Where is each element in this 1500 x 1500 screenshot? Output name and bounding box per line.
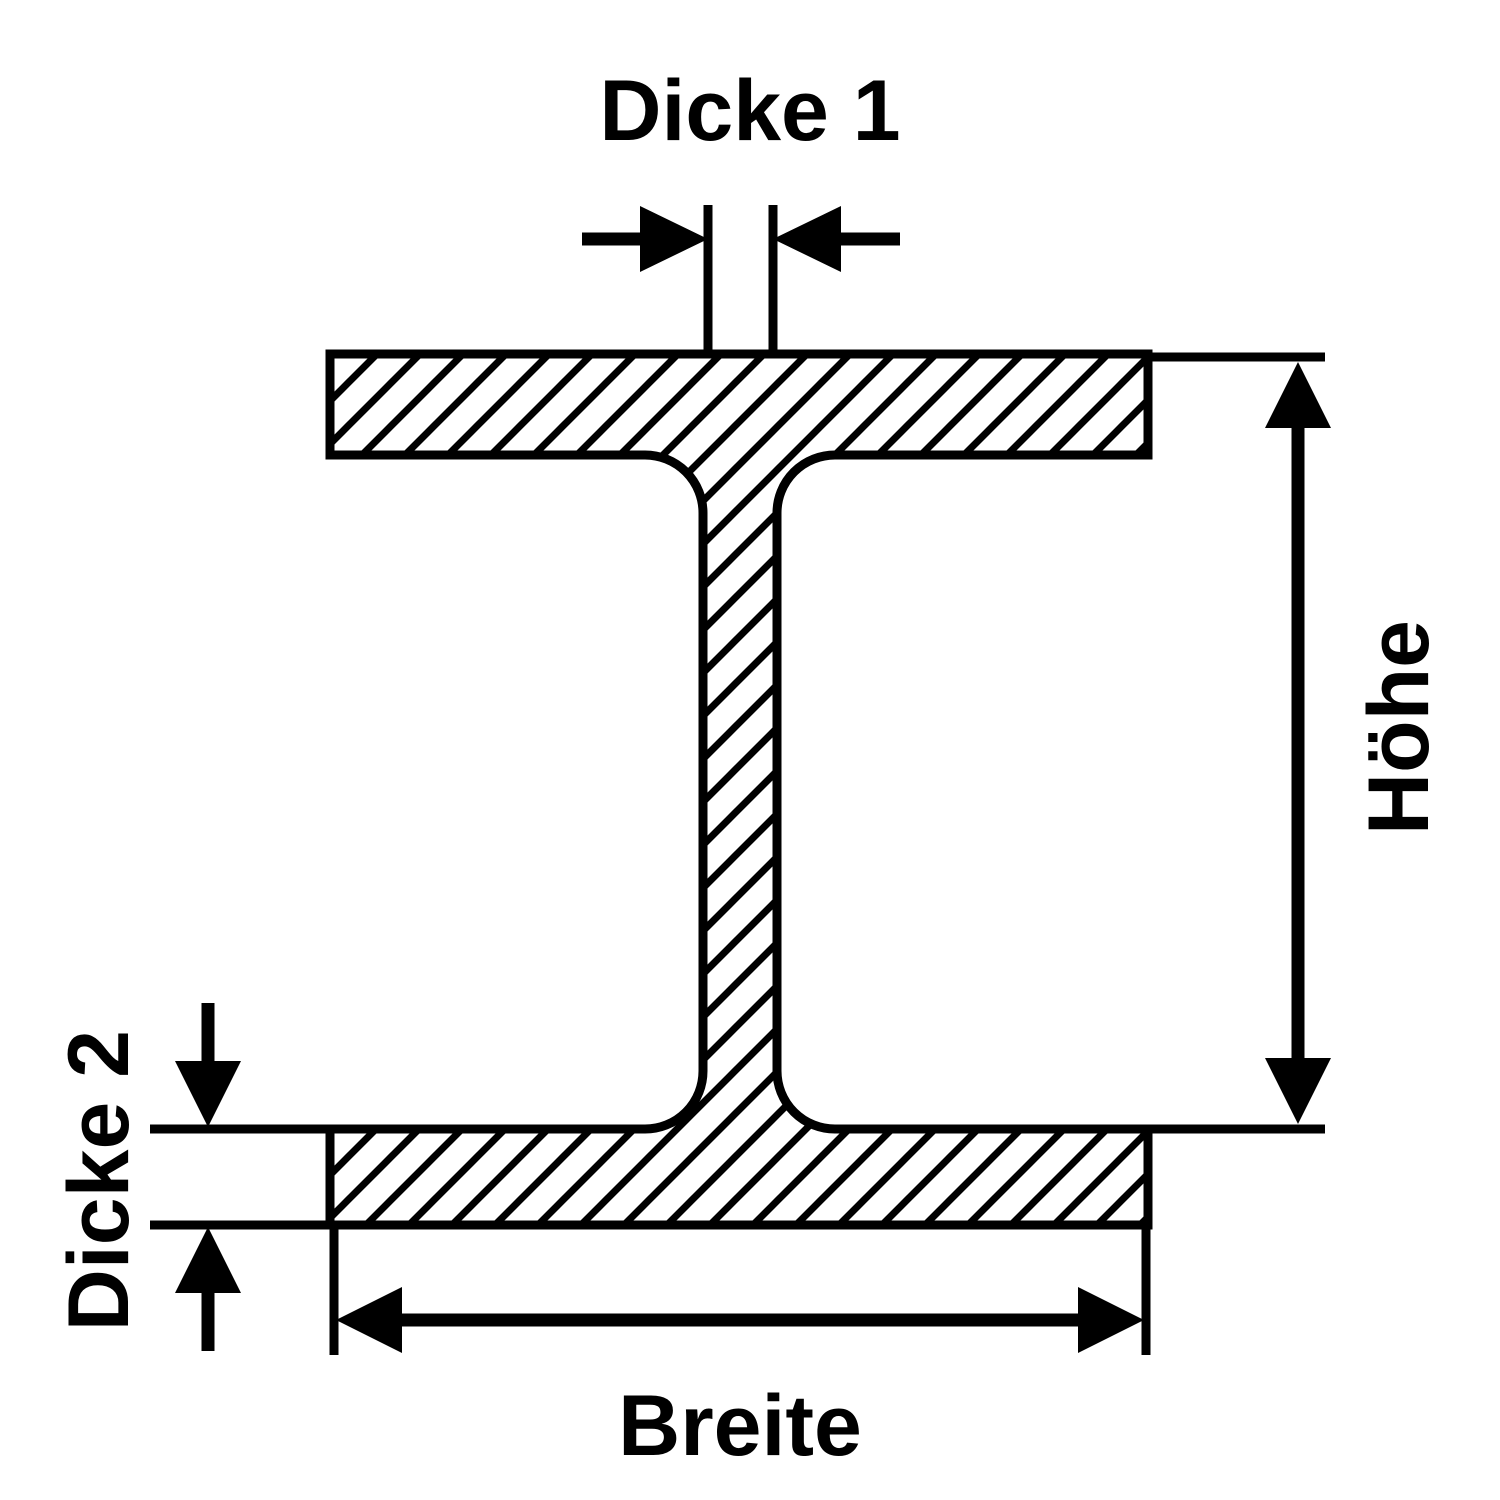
hoehe-arrow-head-down [1265, 1058, 1331, 1124]
dimension-breite [329, 1221, 1151, 1355]
breite-arrow-head-left [336, 1287, 402, 1353]
breite-arrow-head-right [1078, 1287, 1144, 1353]
dicke2-arrow-lower-head [175, 1227, 241, 1293]
dimension-dicke1 [582, 205, 900, 358]
dicke1-arrow-right-head [773, 206, 841, 272]
dimension-dicke2 [150, 1003, 334, 1351]
dimension-hoehe [1144, 352, 1331, 1134]
dimension-label-hoehe: Höhe [1351, 620, 1447, 835]
dicke1-arrow-left-head [640, 206, 708, 272]
dimension-label-dicke2: Dicke 2 [51, 1030, 147, 1332]
dimension-label-dicke1: Dicke 1 [599, 63, 901, 159]
hoehe-arrow-head-up [1265, 362, 1331, 428]
beam-cross-section [325, 349, 1153, 1230]
beam-outline-hatched [325, 349, 1153, 1230]
dimension-label-breite: Breite [618, 1378, 862, 1474]
dicke2-arrow-upper-head [175, 1061, 241, 1127]
